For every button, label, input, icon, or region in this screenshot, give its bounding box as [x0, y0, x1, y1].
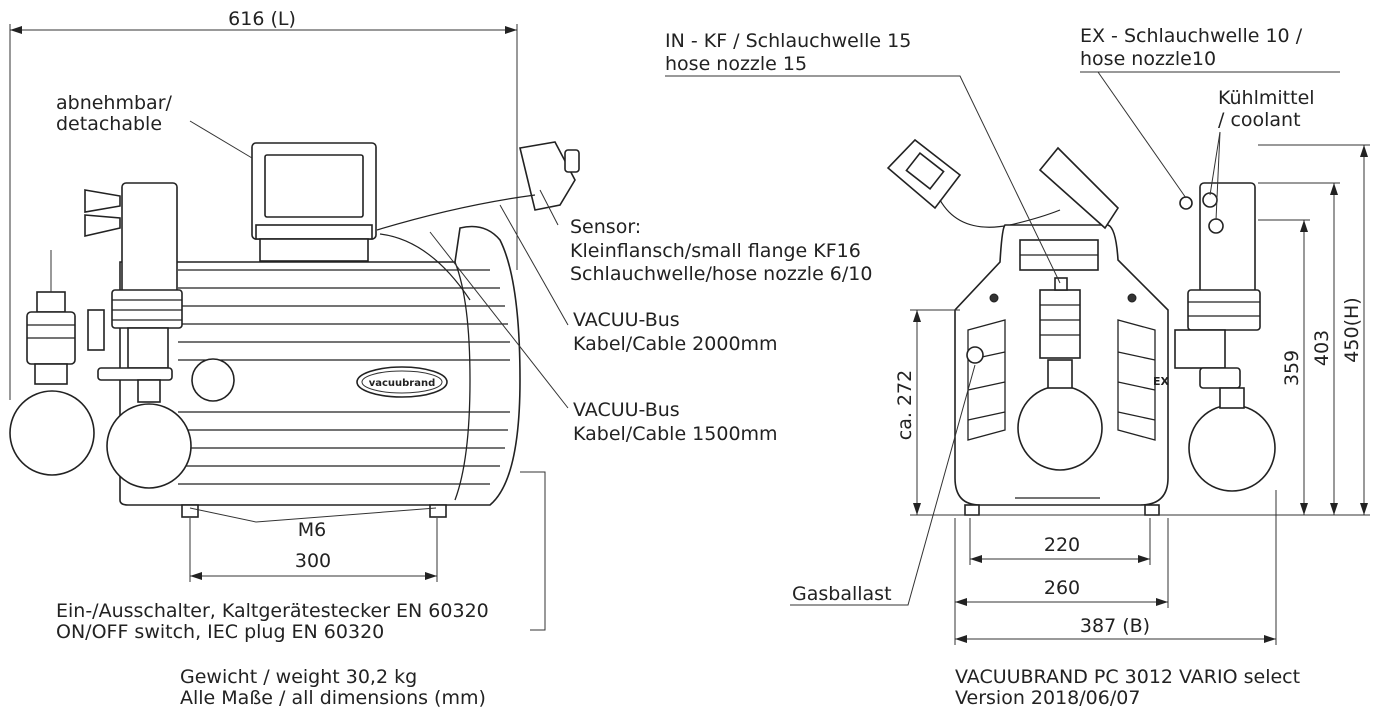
exhaust-line1: EX - Schlauchwelle 10 / [1080, 25, 1303, 47]
coolant-line1: Kühlmittel [1218, 87, 1315, 109]
gas-ballast-knob [966, 346, 984, 364]
sensor-line2: Kleinflansch/small flange KF16 [570, 240, 861, 262]
dim-450-label: 450(H) [1341, 297, 1363, 362]
dim-260-label: 260 [1044, 577, 1080, 599]
front-controller [886, 138, 1061, 228]
dim-300-label: 300 [295, 550, 331, 572]
switch-line2: ON/OFF switch, IEC plug EN 60320 [56, 621, 384, 643]
bus-2000-line2: Kabel/Cable 2000mm [573, 333, 778, 355]
front-housing: EX [954, 146, 1170, 516]
weight-line1: Gewicht / weight 30,2 kg [180, 666, 417, 688]
ex-mark: EX [1153, 375, 1170, 388]
exhaust-line2: hose nozzle10 [1080, 48, 1216, 70]
thread-label: M6 [298, 519, 326, 541]
front-separator [1174, 182, 1276, 492]
receiving-flask-center [106, 403, 192, 489]
front-view: EX [665, 25, 1370, 709]
side-view: 616 (L) vacuubrand [9, 8, 872, 709]
dim-403-label: 403 [1311, 330, 1333, 366]
coolant-line2: / coolant [1218, 109, 1301, 131]
left-valve [26, 250, 76, 385]
inlet-line1: IN - KF / Schlauchwelle 15 [665, 30, 911, 52]
model-line2: Version 2018/06/07 [955, 687, 1140, 709]
bus-1500-line1: VACUU-Bus [573, 399, 680, 421]
brand-badge-text: vacuubrand [369, 378, 436, 389]
dim-length-label: 616 (L) [228, 8, 296, 30]
brand-badge [356, 366, 448, 398]
bus-1500-line2: Kabel/Cable 1500mm [573, 423, 778, 445]
vacuum-sensor [376, 141, 580, 301]
model-line1: VACUUBRAND PC 3012 VARIO select [955, 666, 1300, 688]
vertical-dimensions: 450(H) 403 359 ca. 272 [894, 144, 1370, 516]
horizontal-dimensions: 220 260 387 (B) [954, 490, 1277, 645]
dim-359-label: 359 [1281, 350, 1303, 386]
dim-220-label: 220 [1044, 534, 1080, 556]
sensor-line3: Schlauchwelle/hose nozzle 6/10 [570, 263, 872, 285]
inlet-line2: hose nozzle 15 [665, 53, 807, 75]
bus-2000-line1: VACUU-Bus [573, 309, 680, 331]
sensor-line1: Sensor: [570, 216, 641, 238]
dimension-length: 616 (L) [9, 8, 518, 400]
weight-line2: Alle Maße / all dimensions (mm) [180, 687, 486, 709]
front-flask-right [1188, 404, 1276, 492]
detachable-line1: abnehmbar/ [56, 92, 173, 114]
dim-272-label: ca. 272 [894, 370, 916, 440]
controller-unit [251, 142, 377, 262]
pump-body: vacuubrand [119, 225, 521, 518]
separator-column [84, 182, 183, 381]
detachable-line2: detachable [56, 113, 162, 135]
dim-387-label: 387 (B) [1080, 615, 1150, 637]
receiving-flask-left [9, 390, 95, 476]
front-flask [1017, 385, 1103, 471]
switch-line1: Ein-/Ausschalter, Kaltgerätestecker EN 6… [56, 600, 489, 622]
gas-ballast-label: Gasballast [792, 583, 892, 605]
